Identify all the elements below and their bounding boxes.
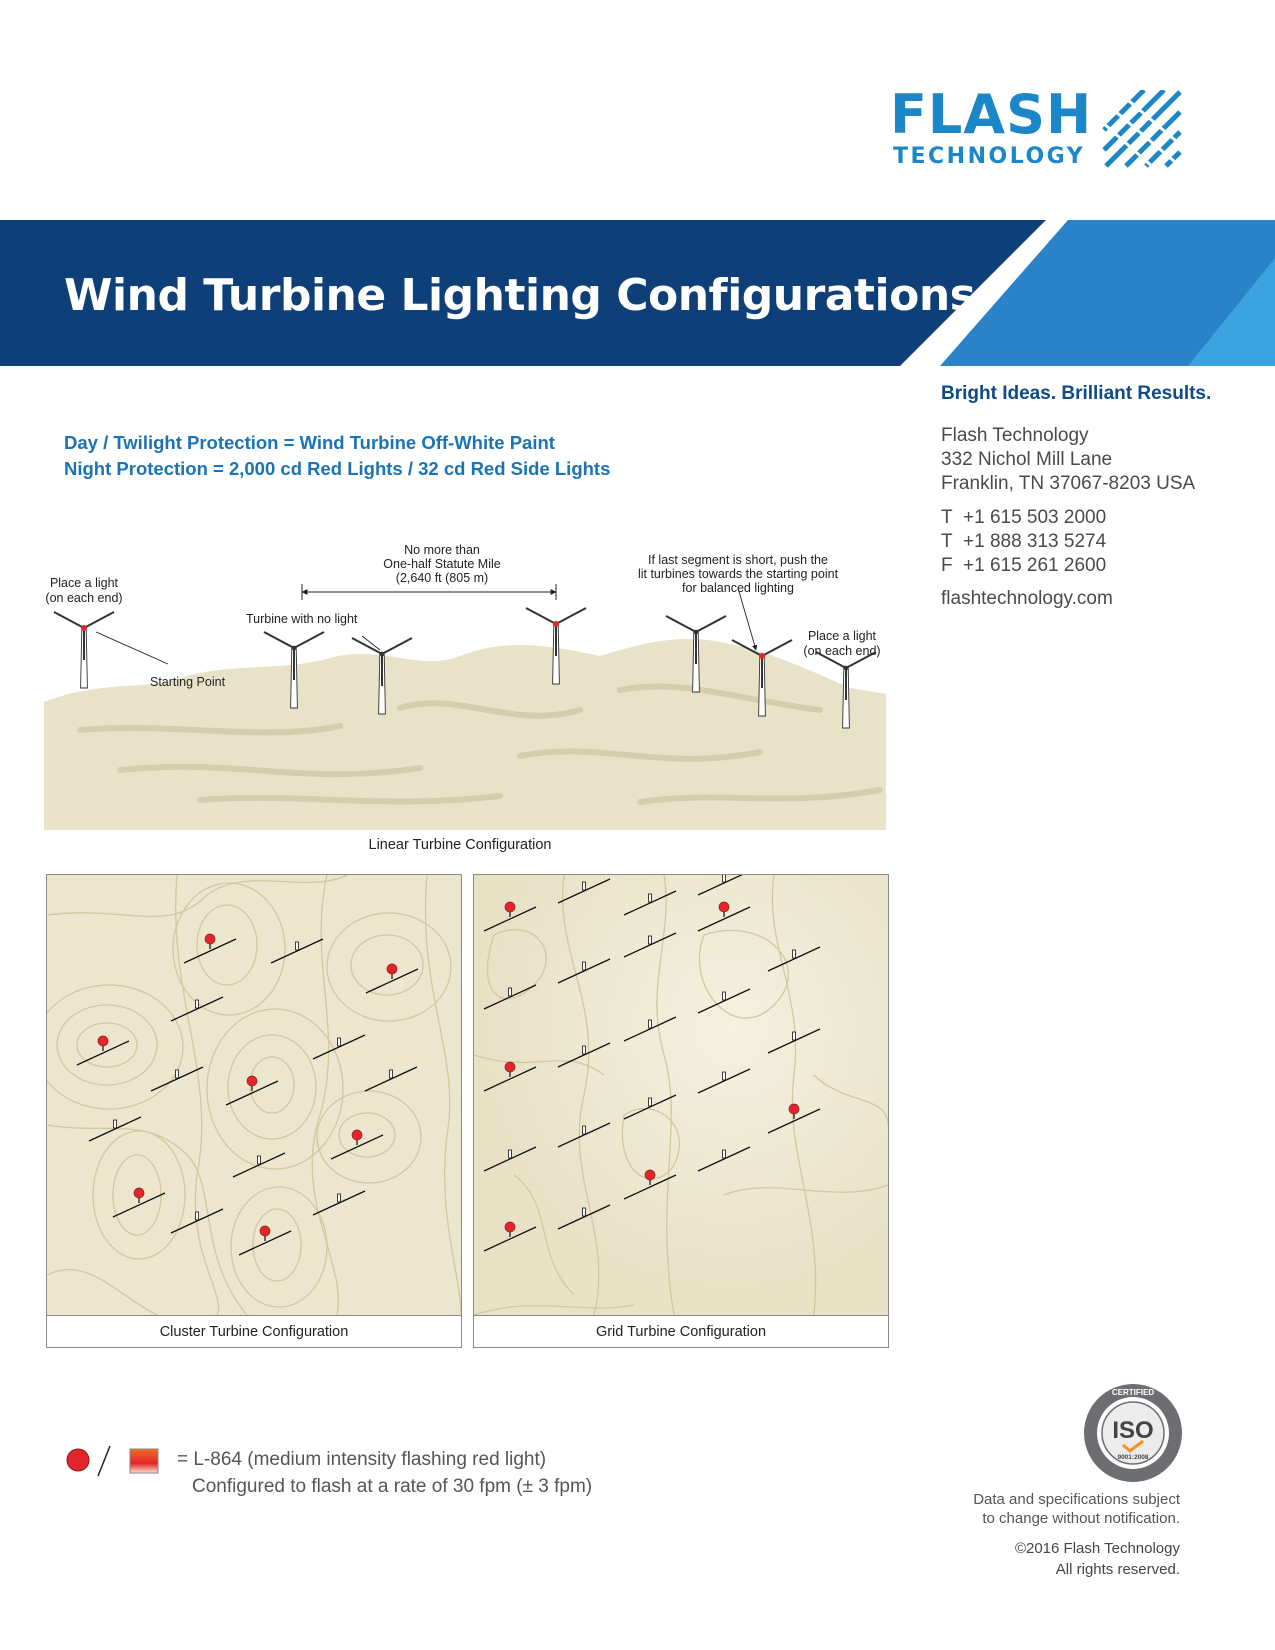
grid-turbine-3 [623, 890, 677, 916]
grid-lit-turbine-10 [483, 1061, 537, 1092]
legend-line-2: Configured to flash at a rate of 30 fpm … [192, 1476, 593, 1497]
label-no-light: Turbine with no light [246, 612, 358, 626]
copyright: ©2016 Flash Technology All rights reserv… [1014, 1540, 1180, 1578]
label-starting-point: Starting Point [150, 675, 226, 689]
svg-text:(on each end): (on each end) [45, 591, 122, 605]
grid-map [474, 875, 888, 1315]
svg-text:lit turbines towards the start: lit turbines towards the starting point [638, 567, 839, 581]
cluster-turbine-14 [312, 1190, 366, 1216]
divider-slash [97, 1445, 111, 1477]
legend-line-1: = L-864 (medium intensity flashing red l… [177, 1449, 547, 1470]
grid-turbine-16 [557, 1122, 611, 1148]
phone-1: T+1 615 503 2000 [941, 507, 1107, 528]
grid-turbine-5 [483, 984, 537, 1010]
cluster-lit-turbine-3 [365, 963, 419, 994]
grid-turbine-18 [697, 1068, 751, 1094]
svg-text:(on each end): (on each end) [803, 644, 880, 658]
svg-text:9001:2008: 9001:2008 [1117, 1454, 1148, 1461]
phone-2: T+1 888 313 5274 [941, 531, 1107, 552]
fax: F+1 615 261 2600 [941, 555, 1107, 576]
grid-turbine-23 [697, 1146, 751, 1172]
cluster-turbine-15 [170, 1208, 224, 1234]
grid-lit-turbine-22 [623, 1169, 677, 1200]
grid-turbine-14 [767, 1028, 821, 1054]
cluster-lit-turbine-8 [225, 1075, 279, 1106]
legend: = L-864 (medium intensity flashing red l… [64, 1445, 624, 1506]
page-title: Wind Turbine Lighting Configurations [64, 270, 976, 321]
svg-text:(2,640 ft (805 m): (2,640 ft (805 m) [396, 571, 488, 585]
company-name: Flash Technology [941, 425, 1089, 446]
cluster-panel: Cluster Turbine Configuration [46, 874, 462, 1348]
city-address: Franklin, TN 37067-8203 USA [941, 473, 1196, 494]
grid-turbine-layer [483, 875, 821, 1252]
grid-turbine-21 [557, 1204, 611, 1230]
cluster-lit-turbine-13 [112, 1187, 166, 1218]
grid-caption: Grid Turbine Configuration [474, 1315, 888, 1347]
cluster-lit-turbine-1 [183, 933, 237, 964]
grid-turbine-17 [623, 1094, 677, 1120]
grid-lit-turbine-1 [483, 901, 537, 932]
cluster-caption: Cluster Turbine Configuration [47, 1315, 461, 1347]
company-address: Flash Technology 332 Nichol Mill Lane Fr… [941, 424, 1195, 496]
cluster-lit-turbine-11 [330, 1129, 384, 1160]
svg-text:ISO: ISO [1112, 1417, 1153, 1444]
grid-turbine-12 [623, 1016, 677, 1042]
tagline: Bright Ideas. Brilliant Results. [941, 383, 1212, 404]
grid-turbine-11 [557, 1042, 611, 1068]
label-last-segment: If last segment is short, push the [648, 553, 828, 567]
iso-certification-seal: CERTIFIED ISO 9001:2008 [1084, 1384, 1182, 1482]
cluster-lit-turbine-16 [238, 1225, 292, 1256]
cluster-turbine-9 [364, 1066, 418, 1092]
turbine-1 [53, 611, 115, 689]
cluster-turbine-layer [76, 933, 419, 1256]
grid-turbine-15 [483, 1146, 537, 1172]
label-place-left: Place a light [50, 576, 119, 590]
grid-turbine-6 [557, 958, 611, 984]
logo-wordmark-flash: FLASH [890, 83, 1093, 146]
linear-caption: Linear Turbine Configuration [368, 837, 552, 853]
website-link[interactable]: flashtechnology.com [941, 588, 1113, 609]
label-spacing: No more than [404, 543, 480, 557]
label-place-right: Place a light [808, 629, 877, 643]
grid-turbine-2 [557, 878, 611, 904]
cluster-turbine-12 [232, 1152, 286, 1178]
cluster-turbine-2 [270, 938, 324, 964]
grid-turbine-9 [767, 946, 821, 972]
logo-wordmark-technology: TECHNOLOGY [893, 144, 1086, 169]
disclaimer: Data and specifications subject to chang… [973, 1491, 1180, 1527]
night-protection: Night Protection = 2,000 cd Red Lights /… [64, 458, 611, 479]
grid-lit-turbine-20 [483, 1221, 537, 1252]
grid-lit-turbine-19 [767, 1103, 821, 1134]
legend-symbols [66, 1445, 159, 1477]
grid-panel: Grid Turbine Configuration [473, 874, 889, 1348]
title-banner [0, 220, 1275, 366]
linear-turbine-diagram: Place a light (on each end) Starting Poi… [44, 543, 886, 830]
svg-text:CERTIFIED: CERTIFIED [1112, 1388, 1154, 1397]
cluster-turbine-6 [312, 1034, 366, 1060]
cluster-turbine-7 [150, 1066, 204, 1092]
svg-text:for balanced lighting: for balanced lighting [682, 581, 794, 595]
protection-summary: Day / Twilight Protection = Wind Turbine… [64, 430, 610, 482]
grid-lit-turbine-8 [697, 901, 751, 932]
cluster-lit-turbine-5 [76, 1035, 130, 1066]
logo-hatch-icon [1102, 90, 1182, 168]
flash-technology-logo: FLASH TECHNOLOGY [890, 88, 1190, 178]
grid-turbine-13 [697, 988, 751, 1014]
cluster-turbine-10 [88, 1116, 142, 1142]
svg-text:One-half Statute Mile: One-half Statute Mile [383, 557, 500, 571]
phone-list: T+1 615 503 2000 T+1 888 313 5274 F+1 61… [941, 506, 1106, 578]
beacon-light-icon [129, 1448, 159, 1474]
street-address: 332 Nichol Mill Lane [941, 449, 1113, 470]
cluster-map [47, 875, 461, 1315]
day-protection: Day / Twilight Protection = Wind Turbine… [64, 432, 555, 453]
cluster-turbine-4 [170, 996, 224, 1022]
red-light-icon [66, 1448, 90, 1472]
grid-turbine-4 [697, 875, 743, 896]
grid-turbine-7 [623, 932, 677, 958]
